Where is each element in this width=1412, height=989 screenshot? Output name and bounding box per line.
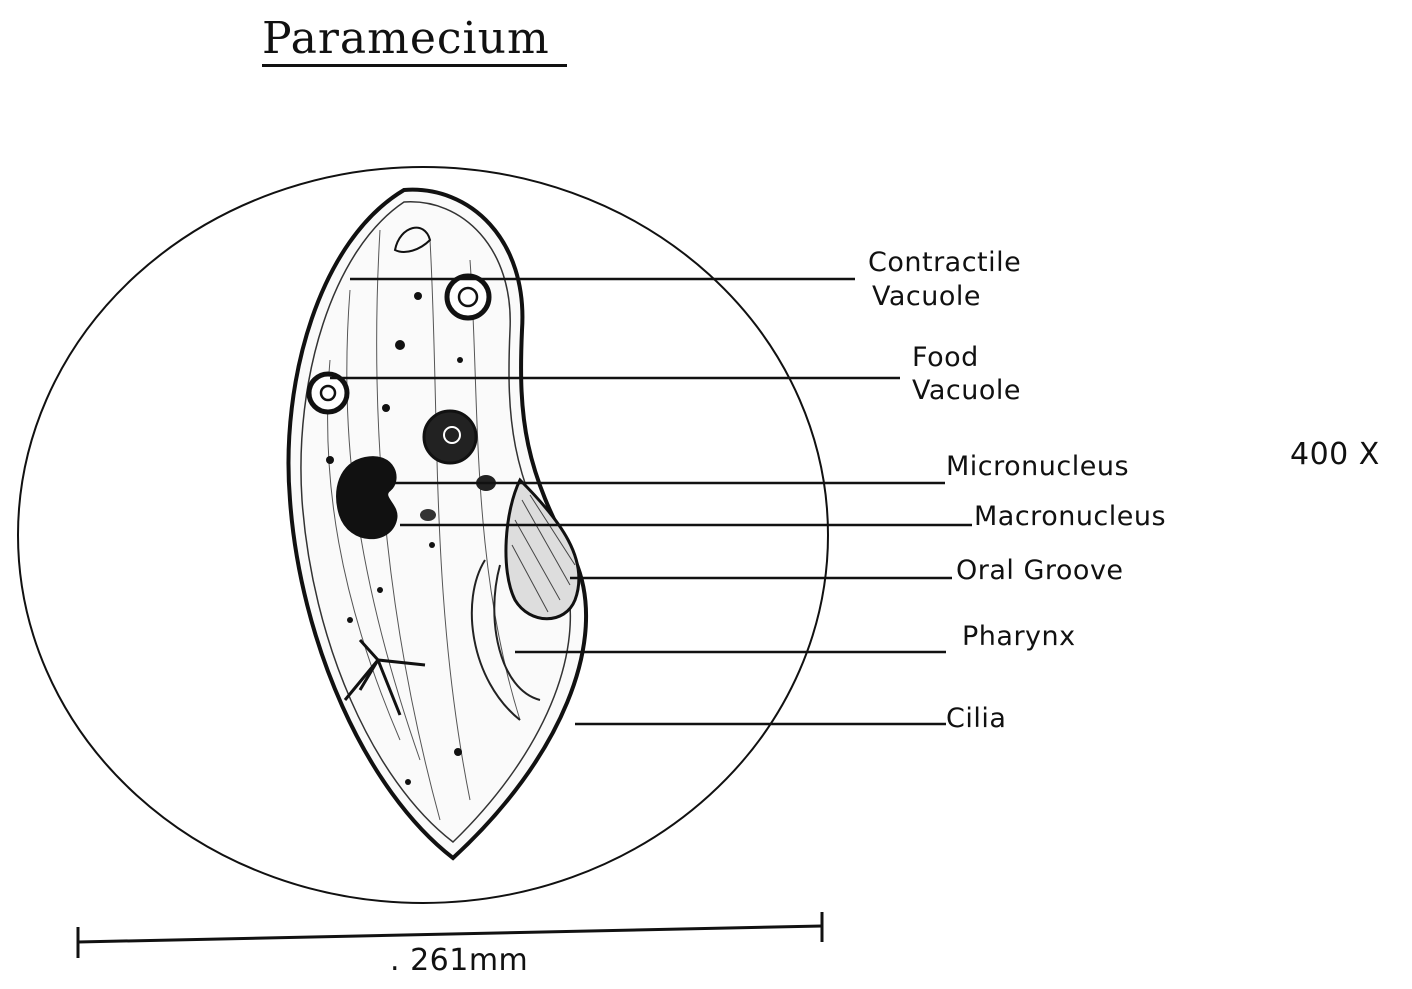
page-title: Paramecium — [262, 14, 550, 64]
scale-bar-label: . 261mm — [390, 946, 528, 976]
micronucleus-small — [420, 509, 436, 521]
label-pharynx: Pharynx — [962, 622, 1076, 652]
label-contractile-vacuole-line2: Vacuole — [872, 282, 981, 312]
macronucleus-shape — [337, 457, 397, 538]
label-food-vacuole-line2: Vacuole — [912, 376, 1021, 406]
label-macronucleus: Macronucleus — [974, 502, 1166, 532]
food-vacuole-large — [424, 411, 476, 463]
label-oral-groove: Oral Groove — [956, 556, 1124, 586]
magnification-label: 400 X — [1290, 440, 1380, 470]
label-food-vacuole-line1: Food — [912, 343, 979, 373]
label-cilia: Cilia — [946, 704, 1006, 734]
label-micronucleus: Micronucleus — [946, 452, 1129, 482]
label-contractile-vacuole-line1: Contractile — [868, 248, 1021, 278]
food-vacuole-shape — [309, 374, 347, 412]
title-underline — [262, 64, 567, 67]
contractile-vacuole-shape — [447, 276, 489, 318]
